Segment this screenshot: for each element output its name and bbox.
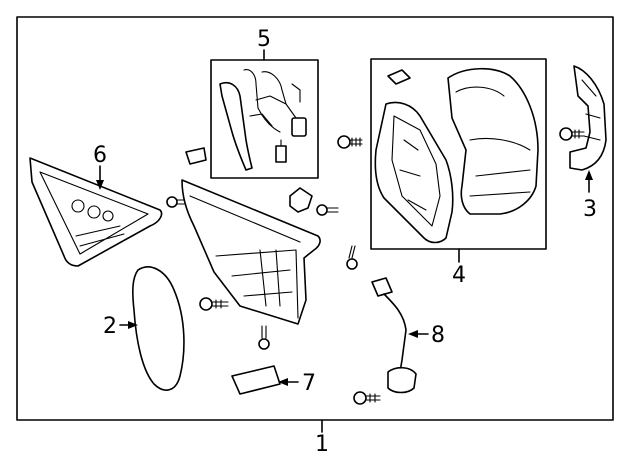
part-6-cover [29,157,163,267]
arrowhead-7 [278,378,288,386]
callout-1: 1 [315,432,329,457]
callout-8: 8 [431,323,445,348]
arrowhead-6 [96,180,104,190]
screw-h [353,391,381,405]
part-8-cable [371,277,417,394]
screw-a [337,135,363,149]
arrowhead-2 [128,321,138,329]
callout-5: 5 [257,27,271,52]
screw-g [258,325,270,350]
callout-6: 6 [93,143,107,168]
part-7-bracket [231,365,281,395]
part-4-housing [374,67,539,244]
mirror-base [181,179,321,325]
clip-center [289,187,313,213]
arrowhead-8 [408,330,418,338]
assembly-frame [16,16,614,421]
callout-4: 4 [452,263,466,288]
callout-7: 7 [302,371,316,396]
screw-e [346,245,358,270]
screw-b [559,127,585,141]
screw-d [316,204,339,216]
part-5-harness [219,69,307,171]
arrowhead-3 [585,170,593,180]
screw-c [166,196,185,208]
screw-f [199,297,229,311]
part-2-mirror-glass [132,266,185,391]
callout-2: 2 [103,314,117,339]
callout-3: 3 [583,197,597,222]
part-3-turn-signal [569,65,607,171]
clip-small [185,147,207,165]
